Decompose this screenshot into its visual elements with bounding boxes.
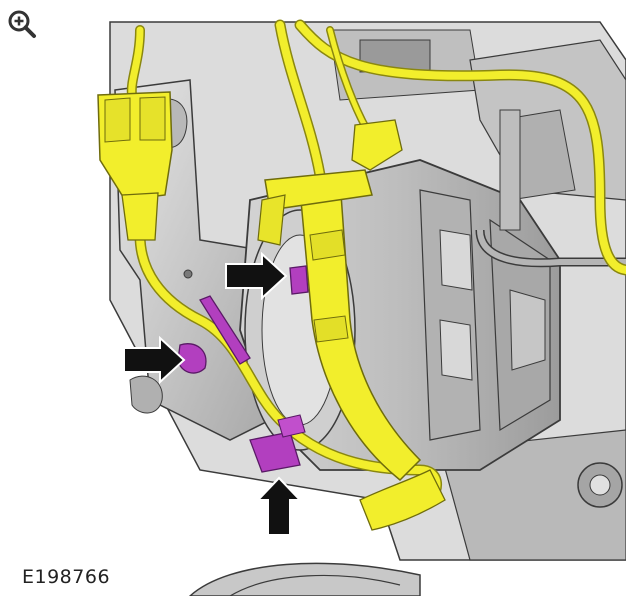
callout-arrow-lower	[255, 476, 303, 536]
harness-connector	[97, 91, 173, 241]
lower-pipes	[188, 562, 421, 596]
bracket-clip	[199, 295, 251, 365]
callout-arrow-bracket	[123, 335, 186, 385]
callout-arrow-upper	[225, 251, 288, 301]
zoom-in-icon	[8, 10, 36, 38]
grey-hose	[475, 109, 626, 268]
figure-reference-code: E198766	[22, 566, 111, 588]
callout-arrows	[123, 251, 303, 536]
harness-clips	[177, 265, 309, 473]
zoom-in-button[interactable]	[6, 8, 38, 40]
harness-conduit	[257, 119, 446, 531]
lower-harness-clip	[249, 431, 301, 473]
upper-harness-clip	[289, 265, 309, 295]
